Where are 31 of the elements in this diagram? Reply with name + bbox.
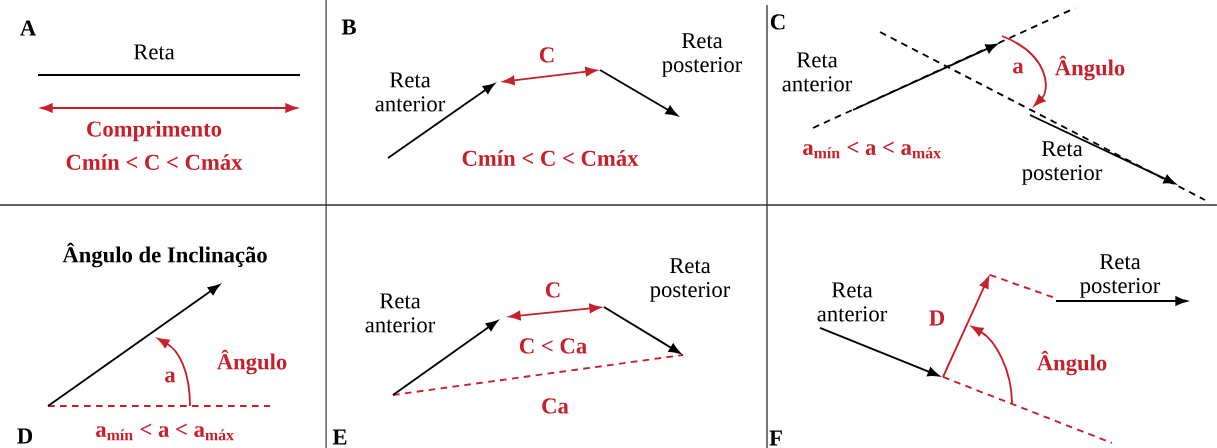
measure-label: Comprimento <box>87 120 222 142</box>
inequality-label: a$_{mín}$ < a < a$_{máx}$ <box>803 141 941 159</box>
line-label: Reta anterior <box>817 282 888 322</box>
inequality-label: a$_{mín}$ < a < a$_{máx}$ <box>96 423 234 441</box>
angle-label: a <box>1013 62 1024 74</box>
measure-label: C <box>545 282 560 298</box>
panel-letter: C <box>770 14 785 30</box>
line-label: Reta posterior <box>662 33 743 77</box>
measure-label: C <box>539 47 554 63</box>
line-label: Reta anterior <box>375 72 446 112</box>
measure-label: Ca <box>542 398 569 414</box>
panel-letter: A <box>20 20 37 36</box>
line-label: Reta posterior <box>1080 254 1161 298</box>
line-label: Reta <box>133 44 175 60</box>
angle-label: Ângulo <box>1054 55 1125 81</box>
inequality-label: Cmín < C < Cmáx <box>462 150 639 166</box>
angle-label: Ângulo <box>1036 350 1107 376</box>
title-label: Ângulo de Inclinação <box>62 242 267 268</box>
line-label: Reta anterior <box>365 293 436 333</box>
panel-letter: E <box>332 429 347 445</box>
measure-label: D <box>929 310 945 326</box>
line-label: Reta posterior <box>1022 141 1103 185</box>
line-label: Reta posterior <box>650 258 731 302</box>
inequality-label: Cmín < C < Cmáx <box>66 154 243 170</box>
panel-letter: B <box>341 19 356 35</box>
angle-label: a <box>165 371 176 383</box>
panel-letter: D <box>17 428 33 444</box>
measure-label: C < Ca <box>519 338 587 354</box>
angle-label: Ângulo <box>216 349 287 375</box>
line-label: Reta anterior <box>782 52 853 92</box>
panel-letter: F <box>769 430 782 446</box>
